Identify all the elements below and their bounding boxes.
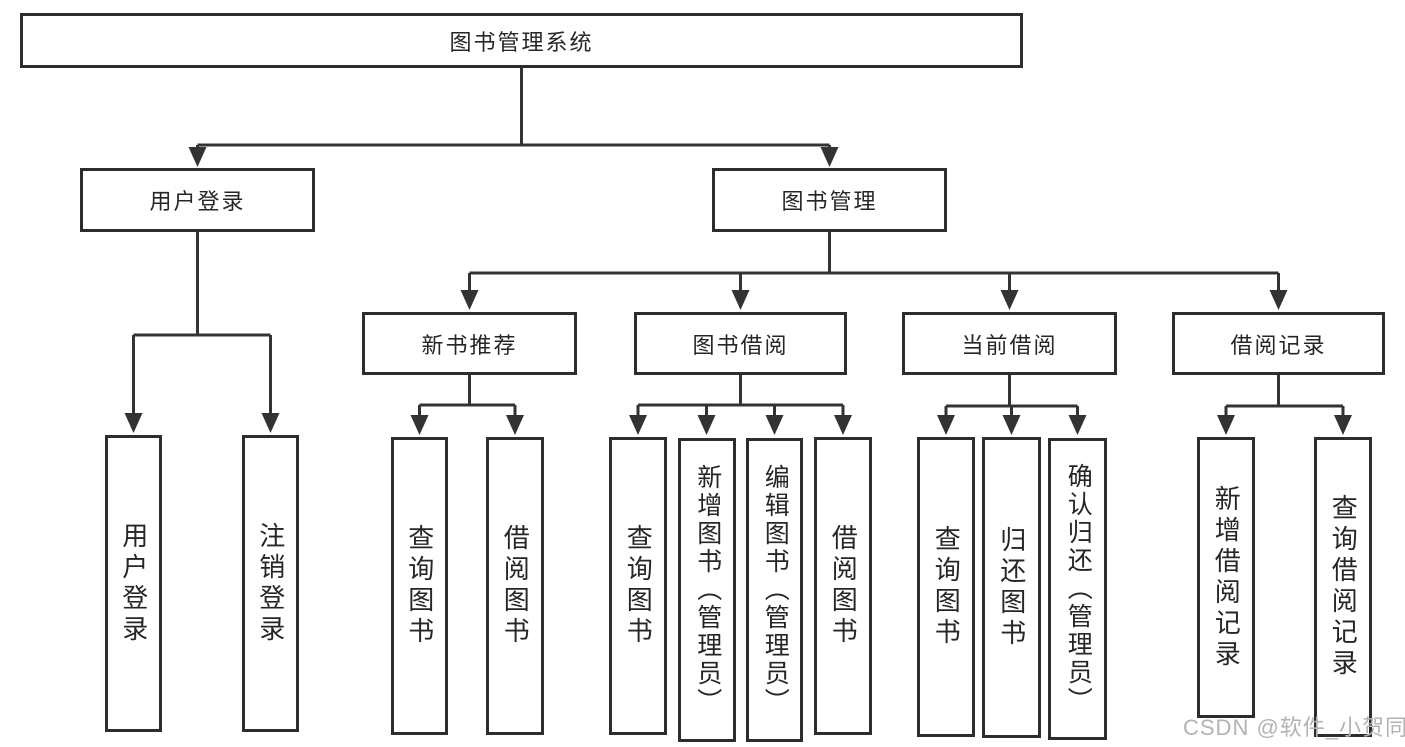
leaf-borrow-borrow-books: 借阅图书 [814, 437, 872, 735]
node-current-borrow-label: 当前借阅 [961, 332, 1058, 358]
connector-root-to-level2 [188, 68, 839, 167]
node-book-borrow-label: 图书借阅 [692, 332, 789, 358]
node-user-login-branch-label: 用户登录 [149, 189, 246, 214]
leaf-borrow-query-books: 查询图书 [609, 437, 667, 735]
node-root: 图书管理系统 [20, 13, 1023, 68]
node-user-login-branch: 用户登录 [80, 168, 315, 232]
csdn-watermark: CSDN @软件_小贺同学 [1183, 715, 1405, 740]
leaf-current-query-books-label: 查询图书 [931, 525, 962, 649]
leaf-current-query-books: 查询图书 [917, 437, 975, 737]
connector-login-to-leaves [124, 232, 280, 433]
leaf-rec-query-books: 查询图书 [391, 437, 448, 735]
leaf-borrow-borrow-books-label: 借阅图书 [828, 524, 859, 648]
leaf-rec-query-books-label: 查询图书 [404, 524, 435, 648]
leaf-borrow-edit-books-admin-label: 编辑图书（管理员） [761, 464, 790, 716]
leaf-borrow-add-books-admin-label: 新增图书（管理员） [693, 464, 722, 716]
leaf-records-query-label: 查询借阅记录 [1328, 494, 1359, 680]
leaf-current-confirm-return-admin: 确认归还（管理员） [1048, 438, 1107, 740]
node-root-label: 图书管理系统 [449, 29, 594, 55]
node-book-mgmt-branch-label: 图书管理 [781, 189, 878, 214]
node-new-book-rec: 新书推荐 [362, 312, 577, 375]
leaf-logout: 注销登录 [242, 435, 299, 732]
connector-records-to-leaves [1217, 375, 1352, 435]
node-borrow-records-label: 借阅记录 [1230, 332, 1327, 358]
connector-borrow-to-leaves [629, 375, 852, 435]
leaf-rec-borrow-books-label: 借阅图书 [500, 524, 531, 648]
connector-mgmt-to-level3 [460, 232, 1288, 310]
leaf-borrow-edit-books-admin: 编辑图书（管理员） [746, 438, 803, 742]
leaf-records-query: 查询借阅记录 [1314, 437, 1372, 737]
node-book-borrow: 图书借阅 [634, 312, 847, 375]
leaf-current-return-books: 归还图书 [982, 437, 1041, 738]
node-book-mgmt-branch: 图书管理 [712, 168, 947, 232]
leaf-records-add: 新增借阅记录 [1197, 437, 1255, 718]
leaf-logout-label: 注销登录 [255, 521, 286, 646]
node-borrow-records: 借阅记录 [1172, 312, 1385, 375]
node-new-book-rec-label: 新书推荐 [421, 332, 518, 358]
leaf-records-add-label: 新增借阅记录 [1211, 484, 1242, 671]
connector-rec-to-leaves [410, 375, 524, 435]
leaf-borrow-query-books-label: 查询图书 [623, 524, 654, 648]
leaf-user-login-label: 用户登录 [118, 521, 149, 646]
connector-current-to-leaves [937, 375, 1087, 435]
leaf-current-confirm-return-admin-label: 确认归还（管理员） [1064, 463, 1093, 715]
leaf-rec-borrow-books: 借阅图书 [486, 437, 544, 735]
node-current-borrow: 当前借阅 [902, 312, 1117, 375]
leaf-user-login: 用户登录 [105, 435, 162, 732]
leaf-current-return-books-label: 归还图书 [996, 525, 1027, 650]
leaf-borrow-add-books-admin: 新增图书（管理员） [678, 438, 736, 742]
